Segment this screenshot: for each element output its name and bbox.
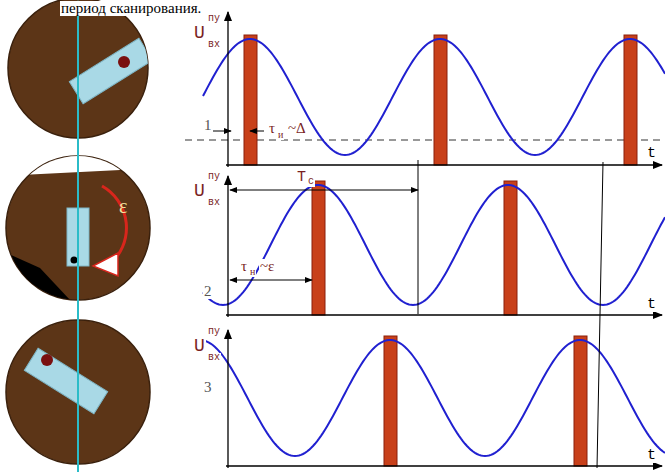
time-label: t [646,448,657,463]
pulse-width-label: ~Δ [287,121,307,136]
plots [203,12,665,468]
disk-top [8,0,153,138]
pulse-width-sub: и [277,130,284,140]
pulse-bar [504,181,517,315]
scan-line [72,0,84,472]
angle-label: ε [118,196,128,216]
guide-line [597,162,603,468]
period-arrow [230,190,418,191]
period-label: T [296,170,307,185]
axis-label-sub: вх [207,198,221,208]
axis-label-sup: пу [207,327,221,337]
axis-label: U [193,337,206,355]
delay-label: τ [240,259,248,274]
disk-middle [0,150,160,300]
pulse-width-arrow [250,131,264,132]
sine-wave [203,340,665,456]
t-axis [226,164,662,165]
delay-label: ~ε [259,259,275,274]
pulse-bar [624,35,637,165]
sine-wave [203,185,665,305]
axis-label-sub: вх [207,40,221,50]
sine-wave [203,39,665,155]
plot-number: 3 [203,380,213,395]
axis-label-sup: пу [207,172,221,182]
pulse-width-arrow [210,131,231,132]
period-sub: c [307,177,315,187]
axis-label: U [193,182,206,200]
pulse-width-label: τ [268,121,276,136]
time-label: t [646,146,657,161]
y-axis [227,176,228,317]
guide-line [418,160,419,314]
axis-label-sup: пу [207,14,221,24]
pulse-bar [312,181,325,315]
time-label: t [646,297,657,312]
y-axis [227,330,228,468]
plot-number: 2 [203,284,213,299]
delay-sub: н [249,267,256,277]
caption-text: период сканирования. [60,1,202,16]
pulse-bar [244,35,257,165]
delay-arrow [230,280,312,281]
axis-label-sub: вх [207,353,221,363]
pulse-bar [434,35,447,165]
plot-number: 1 [203,118,213,133]
pulse-bar [384,336,397,466]
pulse-bar [574,336,587,466]
axis-label: U [193,24,206,42]
y-axis [227,12,228,167]
t-axis [226,314,662,315]
